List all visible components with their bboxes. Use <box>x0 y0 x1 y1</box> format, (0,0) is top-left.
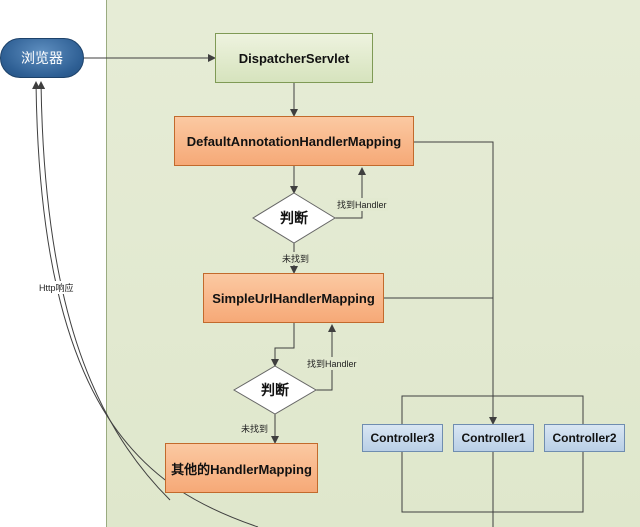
http-response-label: Http响应 <box>38 281 75 294</box>
edge-decision1-found <box>335 167 366 219</box>
not-found-label-1: 未找到 <box>281 252 311 265</box>
default-annotation-handler-mapping-node: DefaultAnnotationHandlerMapping <box>174 116 414 166</box>
found-handler-label-2: 找到Handler <box>306 357 358 370</box>
decision1-label: 判断 <box>280 210 308 226</box>
decision2-shape <box>233 365 317 415</box>
decision2-label: 判断 <box>261 382 289 398</box>
edge-simple-decision2 <box>271 323 295 367</box>
edge-decision2-found <box>316 324 336 391</box>
other-handler-mapping-node: 其他的HandlerMapping <box>165 443 318 493</box>
decision1-shape <box>252 192 336 244</box>
controller1-node: Controller1 <box>453 424 534 452</box>
simple-url-handler-mapping-node: SimpleUrlHandlerMapping <box>203 273 384 323</box>
edge-default-controllers <box>414 141 494 298</box>
controller2-node: Controller2 <box>544 424 625 452</box>
browser-node: 浏览器 <box>0 38 84 78</box>
edge-http-response-inner <box>37 81 171 501</box>
controller3-node: Controller3 <box>362 424 443 452</box>
not-found-label-2: 未找到 <box>240 422 270 435</box>
dispatcher-servlet-node: DispatcherServlet <box>215 33 373 83</box>
found-handler-label-1: 找到Handler <box>336 198 388 211</box>
controller-bracket-top <box>401 395 584 424</box>
